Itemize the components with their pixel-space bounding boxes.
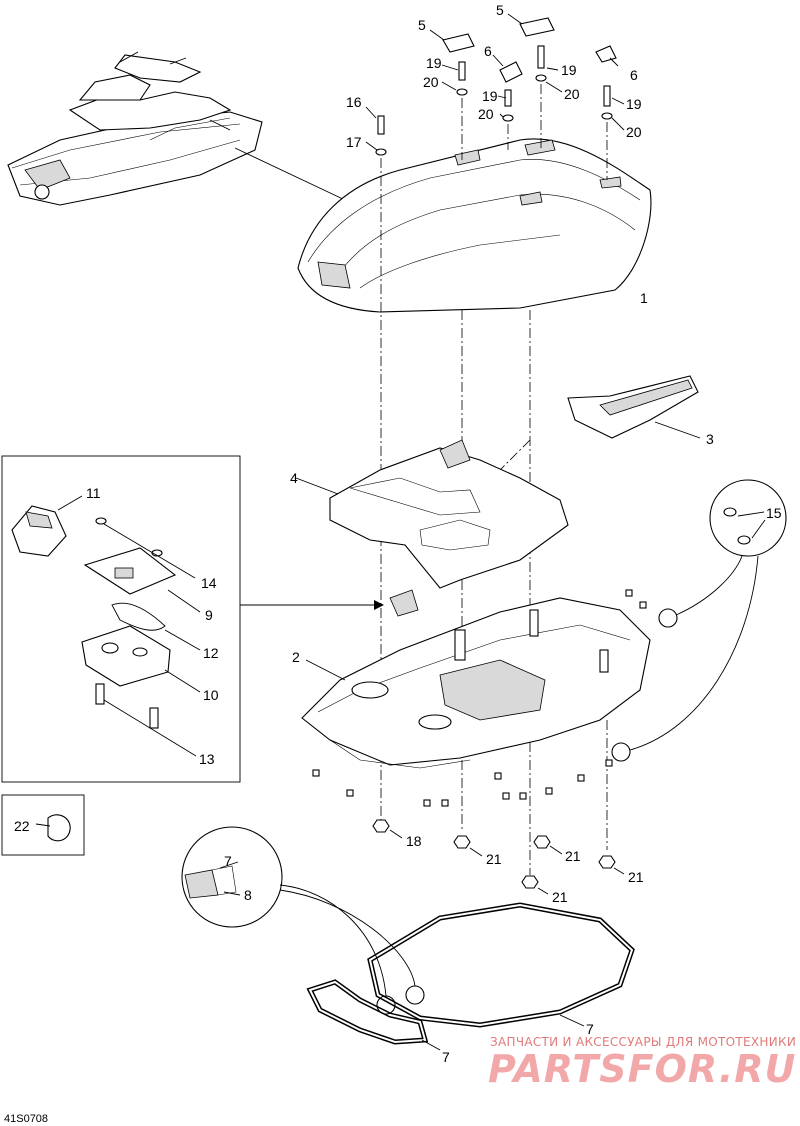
- part-3-trim: [567, 375, 701, 439]
- watermark-tagline: ЗАПЧАСТИ И АКСЕССУАРЫ ДЛЯ МОТОТЕХНИКИ: [490, 1035, 796, 1049]
- watercraft-thumbnail: [7, 51, 346, 206]
- callout-19c: 19: [482, 88, 498, 104]
- callout-21d: 21: [552, 889, 568, 905]
- callout-10: 10: [203, 687, 219, 703]
- top-hardware: [365, 13, 625, 156]
- callout-14: 14: [201, 575, 217, 591]
- callout-22: 22: [14, 818, 30, 834]
- callout-9: 9: [205, 607, 213, 623]
- callout-5b: 5: [496, 2, 504, 18]
- callout-6a: 6: [484, 43, 492, 59]
- callout-20d: 20: [626, 124, 642, 140]
- callout-21a: 21: [486, 851, 502, 867]
- part-2-lower-insert: [301, 589, 651, 895]
- latch-inset: [1, 455, 384, 783]
- watermark-brand: PARTSFOR.RU: [488, 1047, 796, 1091]
- callout-labels: 1 2 3 4 5 5 6 6 19 19 19 19 20 20 20 20 …: [14, 2, 782, 1065]
- part-4-tray: [295, 439, 569, 589]
- callout-7a: 7: [224, 853, 232, 869]
- callout-20b: 20: [564, 86, 580, 102]
- callout-15: 15: [766, 505, 782, 521]
- callout-1: 1: [640, 290, 648, 306]
- callout-6b: 6: [630, 67, 638, 83]
- callout-7b: 7: [586, 1021, 594, 1037]
- drawing-code: 41S0708: [4, 1113, 48, 1125]
- part-22-inset: [1, 794, 85, 856]
- callout-20c: 20: [478, 106, 494, 122]
- callout-7c: 7: [442, 1049, 450, 1065]
- callout-20a: 20: [423, 74, 439, 90]
- callout-5a: 5: [418, 17, 426, 33]
- watermark: ЗАПЧАСТИ И АКСЕССУАРЫ ДЛЯ МОТОТЕХНИКИ PA…: [488, 1035, 796, 1091]
- callout-21b: 21: [565, 848, 581, 864]
- callout-4: 4: [290, 470, 298, 486]
- callout-19a: 19: [426, 55, 442, 71]
- seal-assembly: [181, 826, 635, 1051]
- callout-3: 3: [706, 431, 714, 447]
- part-15-detail: [611, 479, 787, 762]
- callout-13: 13: [199, 751, 215, 767]
- part-1-top-cover: [297, 138, 652, 313]
- callout-12: 12: [203, 645, 219, 661]
- callout-2: 2: [292, 649, 300, 665]
- callout-8: 8: [244, 887, 252, 903]
- callout-17: 17: [346, 134, 362, 150]
- callout-19b: 19: [561, 62, 577, 78]
- callout-19d: 19: [626, 96, 642, 112]
- callout-11: 11: [86, 485, 101, 501]
- callout-16: 16: [346, 94, 362, 110]
- callout-18: 18: [406, 833, 422, 849]
- callout-21c: 21: [628, 869, 644, 885]
